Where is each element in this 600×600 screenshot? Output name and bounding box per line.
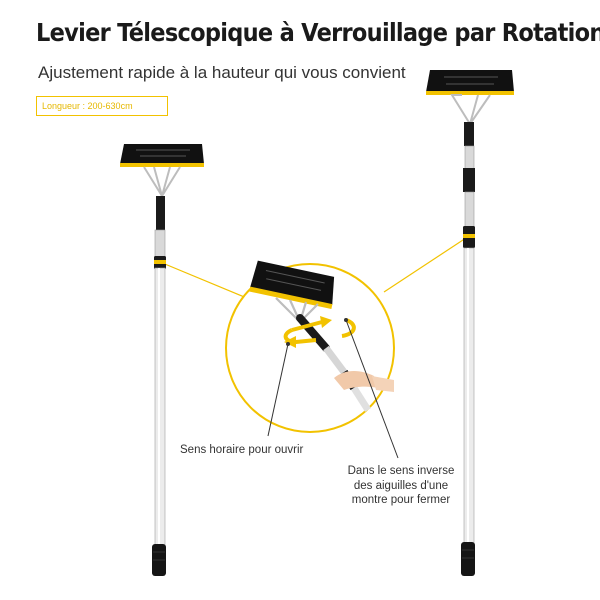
length-badge: Longueur : 200-630cm [36,96,168,116]
rotation-detail-circle [225,260,395,433]
clockwise-open-label: Sens horaire pour ouvrir [180,444,304,456]
scraper-blade-edge [426,91,514,95]
counterclockwise-close-label: Dans le sens inverse des aiguilles d'une… [338,464,464,508]
page-title: Levier Télescopique à Verrouillage par R… [36,18,600,47]
detail-lock-collar [296,314,330,352]
scraper-head [120,144,204,164]
detail-scraper-head [249,260,335,309]
page-subtitle: Ajustement rapide à la hauteur qui vous … [38,63,406,82]
connector-line-right [383,237,467,293]
head-support-arms [143,166,181,197]
pole-connector [464,122,474,146]
pointer-line-close [345,319,399,459]
scraper-head [426,70,514,92]
close-label-line-2: des aiguilles d'une [353,479,449,492]
pointer-line-open [267,343,289,437]
pole-connector [156,196,165,230]
short-pole-tool [120,144,204,576]
tall-pole-tool [426,70,514,576]
close-label-line-3: montre pour fermer [351,494,451,506]
pole-grip [461,542,475,576]
head-support-arms [450,94,491,125]
scraper-blade-edge [120,163,204,167]
close-label-line-1: Dans le sens inverse [347,465,455,477]
rotation-arrow-top [291,320,323,332]
